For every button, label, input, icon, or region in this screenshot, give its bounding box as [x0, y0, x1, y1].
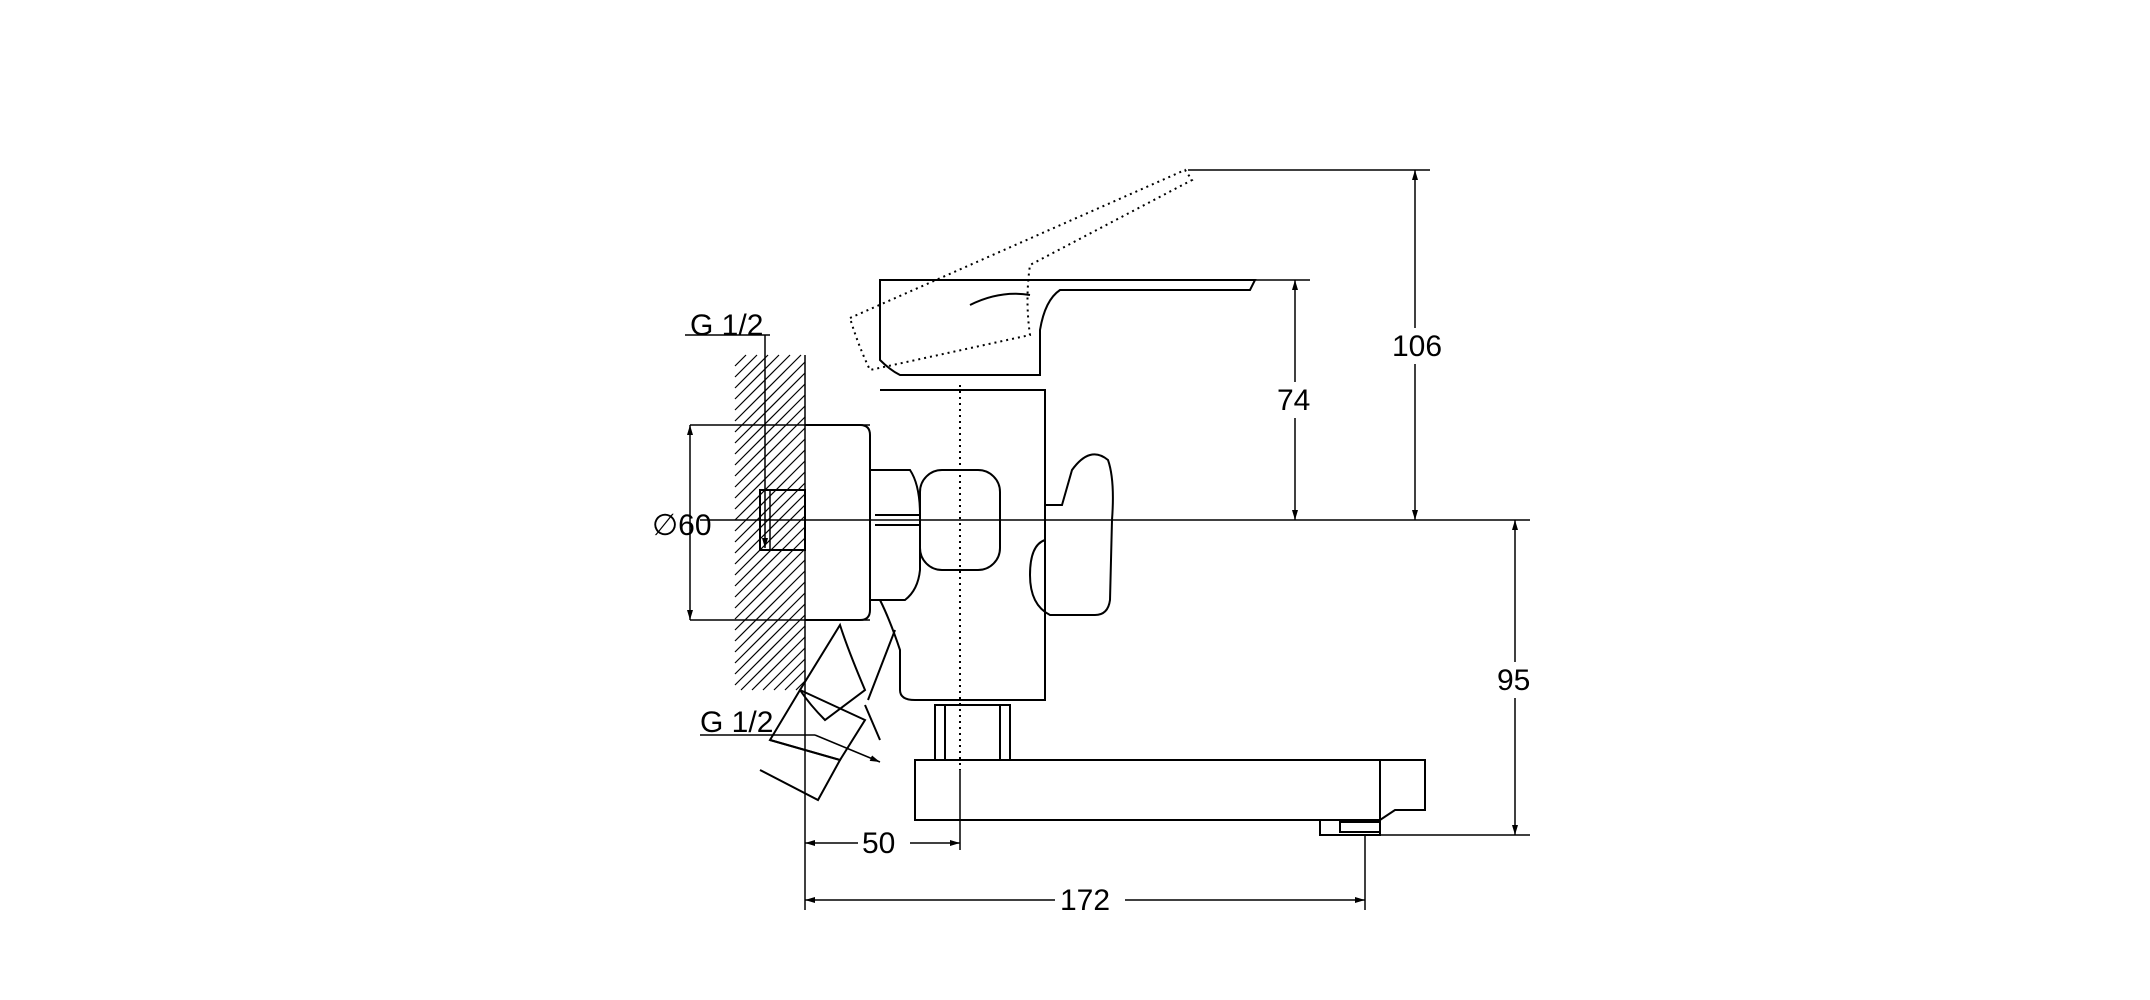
- label-spout-height: 95: [1497, 664, 1530, 697]
- label-lever-raised: 106: [1392, 330, 1442, 363]
- label-inlet-bottom: G 1/2: [700, 706, 773, 739]
- dim-inlet-bottom: [700, 734, 881, 763]
- hatch-line: [734, 581, 806, 653]
- hatch-line: [734, 354, 747, 367]
- mixer-body: [879, 385, 1046, 770]
- spout: [914, 704, 1426, 836]
- hatch-line: [734, 559, 806, 631]
- dim-wall-to-outlet: [804, 690, 1366, 910]
- hatch-line: [734, 548, 806, 620]
- hatch-line: [734, 614, 806, 686]
- hatch-line: [734, 354, 791, 411]
- label-wall-to-outlet: 172: [1060, 884, 1110, 917]
- hatch-line: [773, 658, 806, 691]
- label-inlet-top: G 1/2: [690, 309, 763, 342]
- label-wall-to-body: 50: [862, 827, 895, 860]
- lever-raised: [848, 168, 1194, 372]
- dim-inlet-top: [685, 334, 770, 548]
- hatch-line: [734, 354, 780, 400]
- label-lever-height: 74: [1277, 384, 1310, 417]
- hatch-line: [734, 438, 806, 510]
- label-flange-diameter: ∅60: [652, 509, 712, 542]
- hatch-line: [734, 372, 806, 444]
- hatch-line: [740, 625, 806, 691]
- hatch-line: [734, 361, 806, 433]
- hatch-line: [734, 427, 806, 499]
- hatch-line: [734, 416, 806, 488]
- hatch-line: [784, 669, 806, 691]
- hatch-line: [734, 603, 806, 675]
- hatch-line: [734, 405, 806, 477]
- hatch-line: [734, 526, 806, 598]
- hatch-line: [734, 570, 806, 642]
- hatch-line: [734, 354, 769, 389]
- hatch-line: [734, 354, 802, 422]
- diverter-knob: [1028, 453, 1114, 616]
- hatch-line: [751, 636, 806, 691]
- hatch-line: [734, 383, 806, 455]
- hatch-line: [734, 354, 758, 378]
- hatch-line: [762, 647, 806, 691]
- hex-nut: [869, 469, 921, 601]
- hatch-line: [734, 394, 806, 466]
- hatch-line: [734, 449, 806, 521]
- hatch-line: [734, 592, 806, 664]
- lever-lowered: [879, 279, 1257, 376]
